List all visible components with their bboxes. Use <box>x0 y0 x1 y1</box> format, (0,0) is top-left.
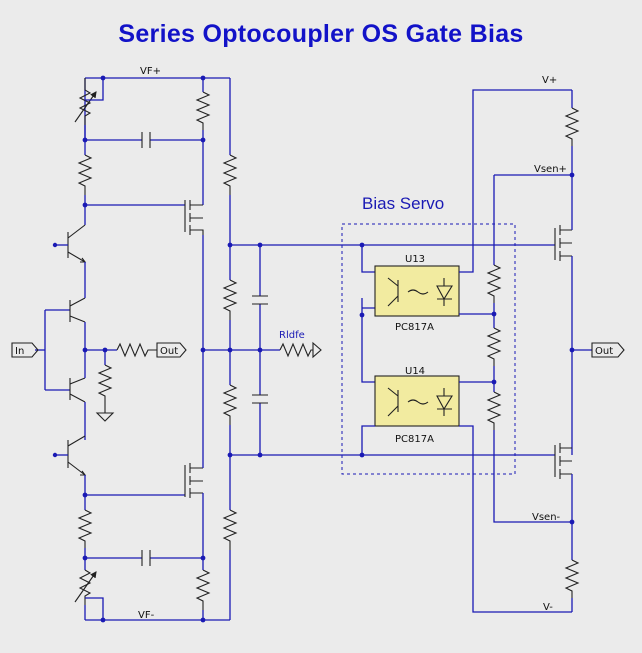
resistor-rail-upper <box>222 154 238 195</box>
vf-plus-label: VF+ <box>140 66 161 77</box>
bias-servo-box <box>341 223 516 475</box>
mosfet-driver-upper <box>184 200 204 235</box>
capacitor-servo-lower <box>252 394 268 404</box>
vsen-minus-label: Vsen- <box>532 512 561 523</box>
resistor-to-ground <box>97 364 113 405</box>
capacitor-servo-upper <box>252 295 268 305</box>
resistor-rldfe <box>279 342 313 358</box>
u14-ref-label: U14 <box>405 366 425 377</box>
output-port-left[interactable] <box>156 342 187 358</box>
u13-part-label: PC817A <box>395 322 434 333</box>
u13-ref-label: U13 <box>405 254 425 265</box>
resistor-vfplus-right <box>195 91 211 130</box>
bjt-lower <box>67 435 86 476</box>
page-title: Series Optocoupler OS Gate Bias <box>118 20 524 48</box>
v-minus-label: V- <box>543 602 553 613</box>
resistor-bias-out <box>116 342 157 358</box>
output-port-right[interactable] <box>591 342 625 358</box>
bjt-input-lower <box>69 377 86 403</box>
junction-dots <box>82 75 575 623</box>
resistor-rail-mid-upper <box>222 279 238 320</box>
rldfe-label: Rldfe <box>279 330 305 341</box>
resistor-servo-2 <box>486 327 502 366</box>
mosfet-output-lower <box>554 443 572 479</box>
resistor-left-bottom <box>77 509 93 548</box>
bjt-upper <box>67 224 86 263</box>
input-port-label: In <box>15 346 24 357</box>
mosfet-output-upper <box>554 225 572 261</box>
ground-symbol <box>95 405 115 422</box>
resistor-vplus <box>564 107 580 146</box>
resistor-servo-3 <box>486 391 502 430</box>
mosfet-driver-lower <box>184 463 203 498</box>
trimmer-pot-bottom <box>78 569 92 605</box>
input-port[interactable] <box>11 342 39 358</box>
bjt-input-upper <box>69 297 86 323</box>
u14-part-label: PC817A <box>395 434 434 445</box>
resistor-rail-lower <box>222 509 238 550</box>
resistor-rail-mid-lower <box>222 384 238 425</box>
capacitor-bottom-left <box>141 550 151 566</box>
output-port-right-label: Out <box>595 346 613 357</box>
vf-minus-label: VF- <box>138 610 155 621</box>
trimmer-pot-top <box>78 78 92 125</box>
vsen-plus-label: Vsen+ <box>534 164 567 175</box>
resistor-vminus <box>564 559 580 598</box>
v-plus-label: V+ <box>542 75 557 86</box>
resistor-vfminus-right <box>195 569 211 610</box>
bias-servo-label: Bias Servo <box>362 194 444 213</box>
resistor-servo-1 <box>486 264 502 303</box>
rldfe-terminal <box>312 341 322 359</box>
output-port-left-label: Out <box>160 346 178 357</box>
capacitor-top-left <box>141 132 151 148</box>
resistor-left-top <box>77 154 93 195</box>
